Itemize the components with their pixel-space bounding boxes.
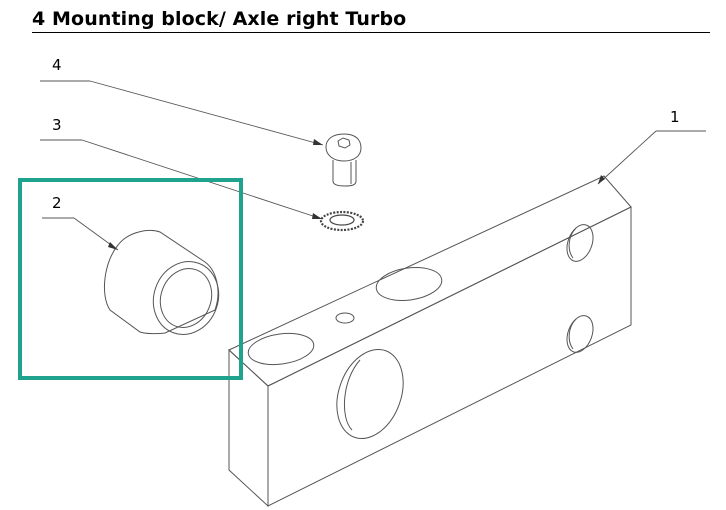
sleeve-end-outer: [152, 261, 220, 335]
leader-1: [597, 130, 657, 185]
callout-2: 2: [52, 194, 62, 212]
sleeve-outline: [104, 230, 219, 335]
screw-shank: [332, 160, 357, 187]
washer-inner: [329, 214, 355, 226]
block-front-hole-lower-inner: [568, 318, 577, 350]
washer-outer: [319, 210, 365, 232]
screw-hex-socket: [337, 137, 351, 149]
mounting-block: [228, 175, 632, 508]
block-left-face: [228, 348, 269, 508]
sleeve-end-inner: [159, 268, 213, 328]
block-top-small-hole: [335, 312, 355, 324]
sleeve-bushing: [104, 230, 220, 335]
page-title: 4 Mounting block/ Axle right Turbo: [32, 8, 407, 30]
leader-lines: [40, 80, 706, 251]
button-head-screw: [325, 133, 362, 187]
block-front-bore: [336, 348, 404, 440]
highlight-frame: [18, 178, 243, 380]
screw-head: [325, 133, 362, 162]
block-top-bore-right: [375, 267, 443, 301]
leader-4: [89, 80, 324, 146]
leader-arrowheads: [108, 139, 605, 250]
block-front-hole-upper: [566, 224, 594, 262]
block-front-hole-lower: [566, 315, 594, 353]
block-top-bore-left: [247, 332, 315, 366]
callout-4: 4: [52, 56, 62, 74]
block-front-bore-inner: [343, 359, 361, 431]
block-front-hole-upper-inner: [568, 227, 577, 259]
title-rule: [32, 32, 710, 33]
callout-1: 1: [670, 108, 680, 126]
block-top-face: [228, 175, 632, 387]
arrow-3: [312, 213, 322, 219]
arrow-4: [313, 139, 323, 145]
arrow-2: [108, 242, 118, 250]
callout-3: 3: [52, 116, 62, 134]
arrow-1: [598, 175, 605, 184]
lock-washer: [319, 210, 365, 232]
block-front-face: [267, 206, 632, 507]
